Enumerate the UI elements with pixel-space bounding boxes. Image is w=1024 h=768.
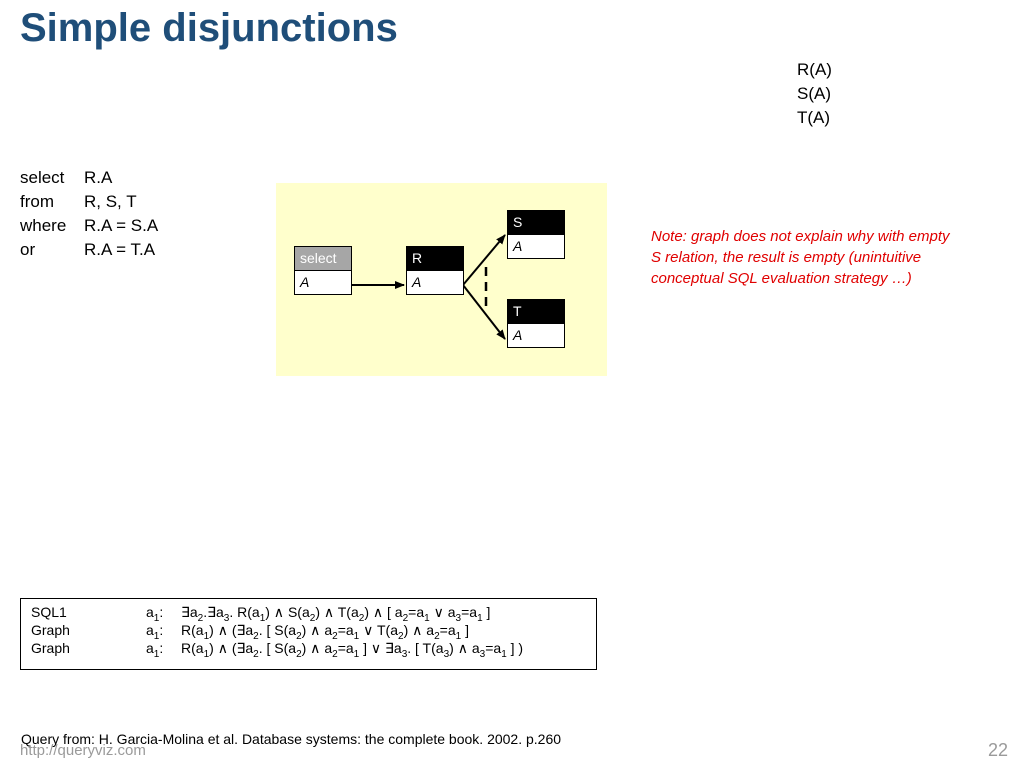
formula-expression: R(a1) ∧ (∃a2. [ S(a2) ∧ a2=a1 ∨ T(a2) ∧ … [181,622,469,642]
select-node: select A [294,246,352,295]
sql-line: select R.A [20,166,158,190]
table-node-header: T [508,300,564,323]
formula-label: SQL1 [31,604,67,620]
schema-list: R(A) S(A) T(A) [797,58,832,130]
sql-line: or R.A = T.A [20,238,158,262]
select-node-attribute: A [295,270,351,294]
footer-url: http://queryviz.com [20,742,146,759]
schema-relation: T(A) [797,108,831,127]
sql-clause: R, S, T [84,192,137,211]
table-node-header: R [407,247,463,270]
formula-expression: ∃a2.∃a3. R(a1) ∧ S(a2) ∧ T(a2) ∧ [ a2=a1… [181,604,491,624]
table-node-r: R A [406,246,464,295]
formula-variable: a1: [146,640,164,660]
select-node-header: select [295,247,351,270]
sql-keyword: where [20,216,67,235]
table-node-t: T A [507,299,565,348]
sql-clause: R.A [84,168,113,187]
table-node-header: S [508,211,564,234]
formula-row: Graph a1: R(a1) ∧ (∃a2. [ S(a2) ∧ a2=a1 … [21,621,596,642]
formula-label: Graph [31,640,70,656]
sql-keyword: from [20,192,54,211]
query-graph-edges [351,234,506,340]
schema-relation: R(A) [797,60,832,79]
formula-box: SQL1 a1: ∃a2.∃a3. R(a1) ∧ S(a2) ∧ T(a2) … [20,598,597,670]
edge-r-to-t [462,284,506,340]
note-text: Note: graph does not explain why with em… [651,228,950,287]
sql-clause: R.A = T.A [84,240,156,259]
table-node-attribute: A [407,270,463,294]
formula-variable: a1: [146,604,164,624]
source-citation: Query from: H. Garcia-Molina et al. Data… [21,731,562,747]
edge-r-to-s [462,234,506,286]
formula-row: SQL1 a1: ∃a2.∃a3. R(a1) ∧ S(a2) ∧ T(a2) … [21,603,596,624]
sql-keyword: select [20,168,65,187]
table-node-attribute: A [508,234,564,258]
sql-query: select R.A from R, S, T where R.A = S.A or R… [20,166,158,262]
sql-line: from R, S, T [20,190,158,214]
sql-keyword: or [20,240,36,259]
formula-variable: a1: [146,622,164,642]
table-node-s: S A [507,210,565,259]
sql-clause: R.A = S.A [84,216,159,235]
table-node-attribute: A [508,323,564,347]
page-title: Simple disjunctions [20,6,398,50]
sql-line: where R.A = S.A [20,214,158,238]
page-number: 22 [987,740,1008,760]
schema-relation: S(A) [797,84,831,103]
formula-label: Graph [31,622,70,638]
formula-row: Graph a1: R(a1) ∧ (∃a2. [ S(a2) ∧ a2=a1 … [21,639,596,660]
formula-expression: R(a1) ∧ (∃a2. [ S(a2) ∧ a2=a1 ] ∨ ∃a3. [… [181,640,524,660]
query-graph-panel: select A R A S A T A [276,183,607,376]
